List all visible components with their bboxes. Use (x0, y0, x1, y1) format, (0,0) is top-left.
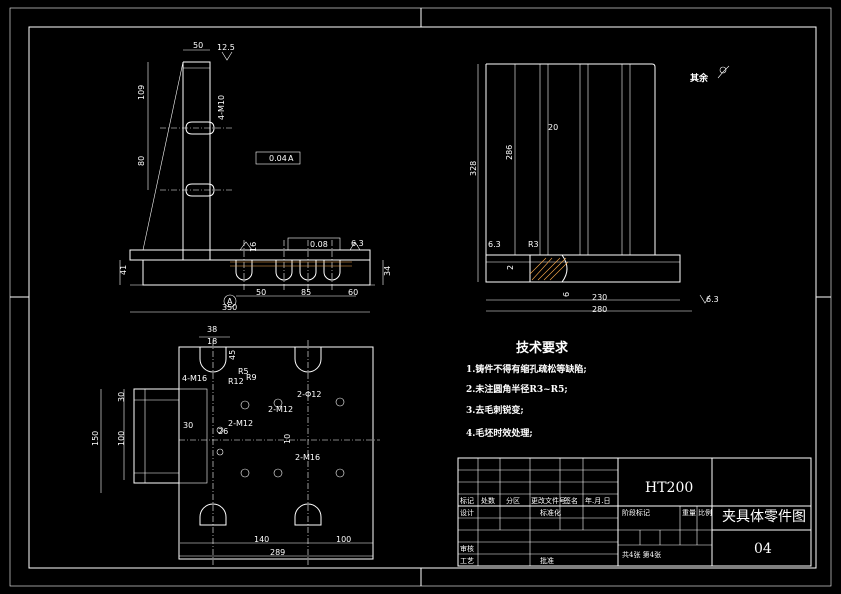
dim-63-side-b: 6.3 (706, 295, 719, 304)
dim-230: 230 (592, 293, 607, 302)
tb-standard: 标准化 (540, 508, 561, 517)
tb-header-3: 更改文件号 (531, 496, 566, 505)
technical-requirements: 技术要求 1.铸件不得有缩孔疏松等缺陷; 2.未注圆角半径R3~R5; 3.去毛… (466, 340, 587, 439)
material-label: HT200 (645, 480, 693, 496)
front-view (119, 49, 384, 313)
tech-note-3: 3.去毛刺锐变; (466, 404, 524, 416)
dim-16: 16 (249, 242, 258, 252)
dim-2m16: 2-M16 (295, 453, 320, 462)
tb-stage: 阶段标记 (622, 508, 650, 517)
dim-2: 2 (506, 265, 515, 270)
drawing-name: 夹具体零件图 (722, 509, 806, 525)
dim-60: 60 (348, 288, 358, 297)
dim-r3: R3 (528, 240, 539, 249)
dim-2phi12: 2-Φ12 (297, 390, 321, 399)
dim-r5: R5 (238, 367, 249, 376)
dim-30-b: 30 (183, 421, 193, 430)
dim-150: 150 (91, 431, 100, 446)
dim-50-base: 50 (256, 288, 266, 297)
dim-4m16: 4-M16 (182, 374, 207, 383)
title-block (457, 457, 812, 567)
tb-process: 工艺 (460, 557, 474, 565)
tech-title: 技术要求 (516, 340, 569, 356)
dim-34: 34 (383, 266, 392, 276)
dim-80: 80 (137, 156, 146, 166)
dim-63-front: 6.3 (351, 239, 364, 248)
tb-header-0: 标记 (460, 496, 474, 505)
dim-6: 6 (562, 292, 571, 297)
dim-2m12-b: 2-M12 (228, 419, 253, 428)
top-view (100, 336, 380, 565)
dim-4m10: 4-M10 (217, 95, 226, 120)
dim-20: 20 (548, 123, 558, 132)
dim-50-top: 50 (193, 41, 203, 50)
dim-38: 38 (207, 325, 217, 334)
dim-280: 280 (592, 305, 607, 314)
sheet-frame (9, 7, 832, 587)
dim-85: 85 (301, 288, 311, 297)
tech-note-1: 1.铸件不得有缩孔疏松等缺陷; (466, 363, 587, 375)
dim-289: 289 (270, 548, 285, 557)
dim-100: 100 (117, 431, 126, 446)
dim-41: 41 (119, 265, 128, 275)
tb-design: 设计 (460, 508, 474, 517)
dim-328: 328 (469, 161, 478, 176)
tech-note-4: 4.毛坯时效处理; (466, 427, 533, 439)
side-view (477, 63, 730, 312)
tb-sheets: 共4张 第4张 (622, 550, 661, 559)
finish-label: 其余 (690, 72, 709, 84)
parallel-value: 0.08 (310, 240, 328, 249)
dim-26: 26 (218, 427, 228, 436)
tb-header-1: 处数 (481, 496, 495, 505)
dim-45: 45 (228, 350, 237, 360)
dim-10: 10 (283, 434, 292, 444)
tb-review: 审核 (460, 544, 474, 553)
dim-r12: R12 (228, 377, 244, 386)
tech-note-2: 2.未注圆角半径R3~R5; (466, 383, 568, 395)
dim-2m12-a: 2-M12 (268, 405, 293, 414)
tb-scale: 比例 (698, 508, 712, 517)
datum-circle-a: A (227, 297, 233, 306)
tb-header-4: 签名 (564, 496, 578, 505)
tb-header-2: 分区 (506, 496, 520, 505)
dim-125: 12.5 (217, 43, 235, 52)
tb-weight: 重量 (682, 509, 696, 517)
dim-63-side-a: 6.3 (488, 240, 501, 249)
dim-18: 18 (207, 337, 217, 346)
dim-286: 286 (505, 145, 514, 160)
flatness-value: 0.04 (269, 154, 287, 163)
tb-header-5: 年.月.日 (585, 496, 610, 505)
dim-350: 350 (222, 303, 237, 312)
dim-109: 109 (137, 85, 146, 100)
tb-approve: 批准 (540, 556, 554, 565)
dim-100-b: 100 (336, 535, 351, 544)
dim-140: 140 (254, 535, 269, 544)
drawing-number: 04 (754, 541, 772, 557)
dim-30-a: 30 (117, 392, 126, 402)
datum-a-label: A (288, 154, 294, 163)
dim-r9: R9 (246, 373, 257, 382)
